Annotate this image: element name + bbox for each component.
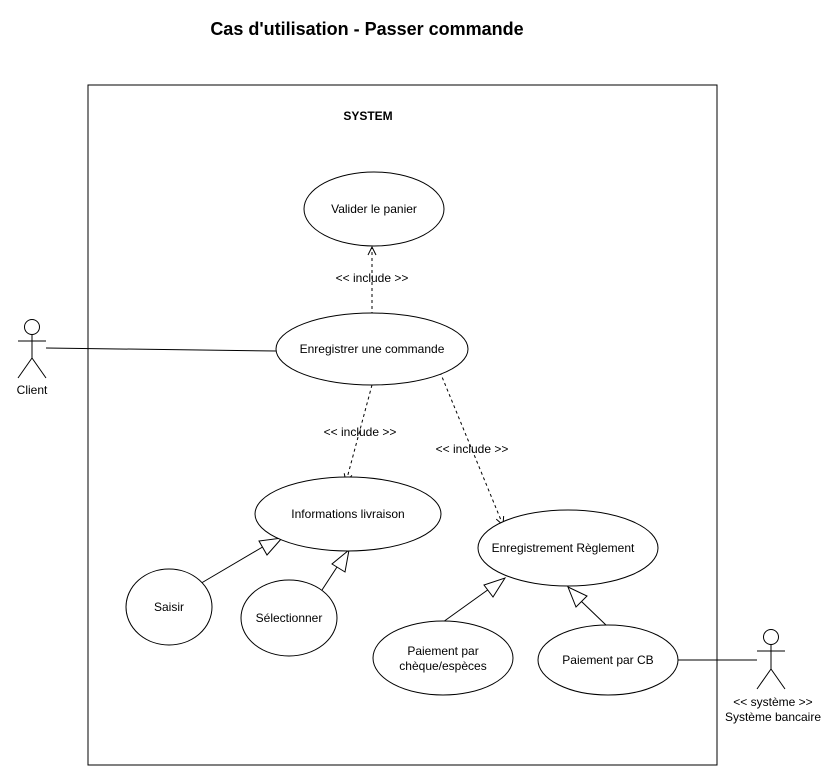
use-case-saisir[interactable]: Saisir <box>125 568 213 646</box>
use-case-informations-livraison[interactable]: Informations livraison <box>254 476 442 552</box>
use-case-selectionner[interactable]: Sélectionner <box>240 579 338 657</box>
client-association <box>45 347 277 352</box>
use-case-enregistrer-label: Enregistrer une commande <box>300 342 445 356</box>
use-case-saisir-label: Saisir <box>154 600 184 614</box>
include-reglement-label: << include >> <box>436 442 509 456</box>
include-infos-label: << include >> <box>324 425 397 439</box>
use-case-valider-label: Valider le panier <box>331 202 417 216</box>
include-infos-arrow <box>346 384 373 482</box>
system-boundary <box>87 84 718 766</box>
use-case-valider-panier[interactable]: Valider le panier <box>303 171 445 247</box>
use-case-selectionner-label: Sélectionner <box>256 611 323 625</box>
actor-client-label: Client <box>17 383 48 397</box>
generalization-selectionner <box>321 548 350 591</box>
generalization-cb <box>567 586 608 627</box>
include-valider-label: << include >> <box>336 271 409 285</box>
use-case-enregistrement-reglement[interactable]: Enregistrement Règlement <box>477 509 659 587</box>
use-case-paiement-cheque[interactable]: Paiement par chèque/espèces <box>372 620 514 696</box>
use-case-paiement-cb[interactable]: Paiement par CB <box>537 624 679 696</box>
actor-client[interactable] <box>17 319 47 379</box>
actor-bank-label: Système bancaire <box>725 710 821 724</box>
use-case-cb-label: Paiement par CB <box>562 653 653 667</box>
use-case-reglement-label: Enregistrement Règlement <box>492 541 635 555</box>
generalization-saisir <box>197 537 284 586</box>
use-case-enregistrer-commande[interactable]: Enregistrer une commande <box>275 312 469 386</box>
actor-bank-stereotype: << système >> <box>733 695 812 709</box>
diagram-title: Cas d'utilisation - Passer commande <box>210 19 523 39</box>
use-case-infos-label: Informations livraison <box>291 507 404 521</box>
system-label: SYSTEM <box>343 109 392 123</box>
generalization-cheque <box>442 577 507 623</box>
use-case-cheque-label-1: Paiement par <box>407 644 478 658</box>
actor-systeme-bancaire[interactable] <box>756 629 786 690</box>
use-case-cheque-label-2: chèque/espèces <box>399 659 486 673</box>
